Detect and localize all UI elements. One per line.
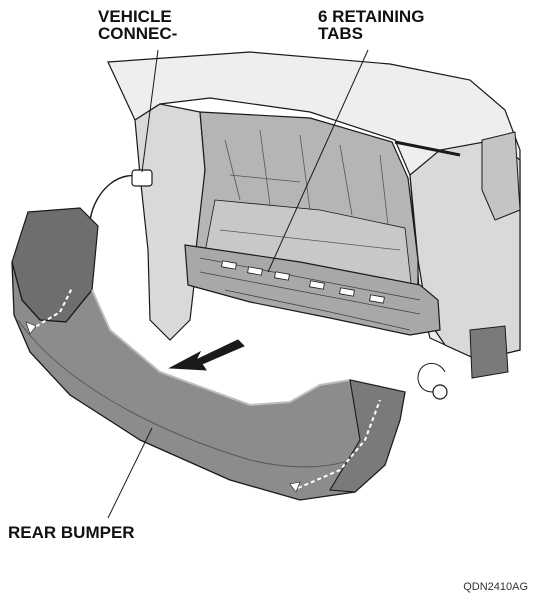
leader-line-vehicle-connector (141, 49, 159, 173)
bumper-right-end (329, 379, 406, 493)
right-harness (417, 363, 446, 393)
callout-vehicle-connector-line-1: VEHICLE (98, 7, 172, 26)
right-bracket (469, 325, 509, 379)
leader-line-retaining-tabs (267, 49, 369, 273)
interior-details (219, 129, 401, 251)
left-tab-marker (25, 321, 37, 335)
bumper-top-edge (91, 289, 406, 407)
callout-retaining-tabs: 6 RETAINING TABS (318, 8, 424, 42)
callout-vehicle-connector: VEHICLE CONNEC- (98, 8, 177, 42)
removal-direction-arrow (168, 339, 245, 371)
callout-retaining-tabs-line-2: TABS (318, 24, 364, 43)
right-tab-marker (289, 481, 301, 493)
callout-rear-bumper: REAR BUMPER (8, 523, 135, 542)
callout-retaining-tabs-line-1: 6 RETAINING (318, 7, 425, 26)
vehicle-rear-body (107, 51, 521, 400)
left-quarter-panel (134, 103, 206, 341)
retaining-tabs (221, 260, 385, 304)
right-dashed-guide (297, 399, 381, 489)
retaining-tab (309, 280, 325, 290)
retaining-tab (221, 260, 237, 270)
left-dashed-guide (29, 287, 73, 331)
retaining-tab (274, 271, 290, 281)
bumper-lower-contour (17, 319, 391, 468)
retaining-tab (369, 294, 385, 304)
figure-code: QDN2410AG (463, 581, 528, 593)
rear-bumper (11, 207, 406, 501)
retaining-tab (339, 287, 355, 297)
right-connector (432, 384, 448, 400)
retaining-tab (247, 266, 263, 276)
liftgate-roof (107, 51, 521, 361)
leader-lines (107, 49, 369, 519)
crossmember-ribs (199, 257, 421, 331)
liftgate-strut (394, 140, 461, 157)
right-tail-light (481, 131, 521, 221)
callout-vehicle-connector-line-2: CONNEC- (98, 24, 178, 43)
vehicle-connector (131, 169, 153, 187)
leader-line-rear-bumper (107, 427, 153, 519)
